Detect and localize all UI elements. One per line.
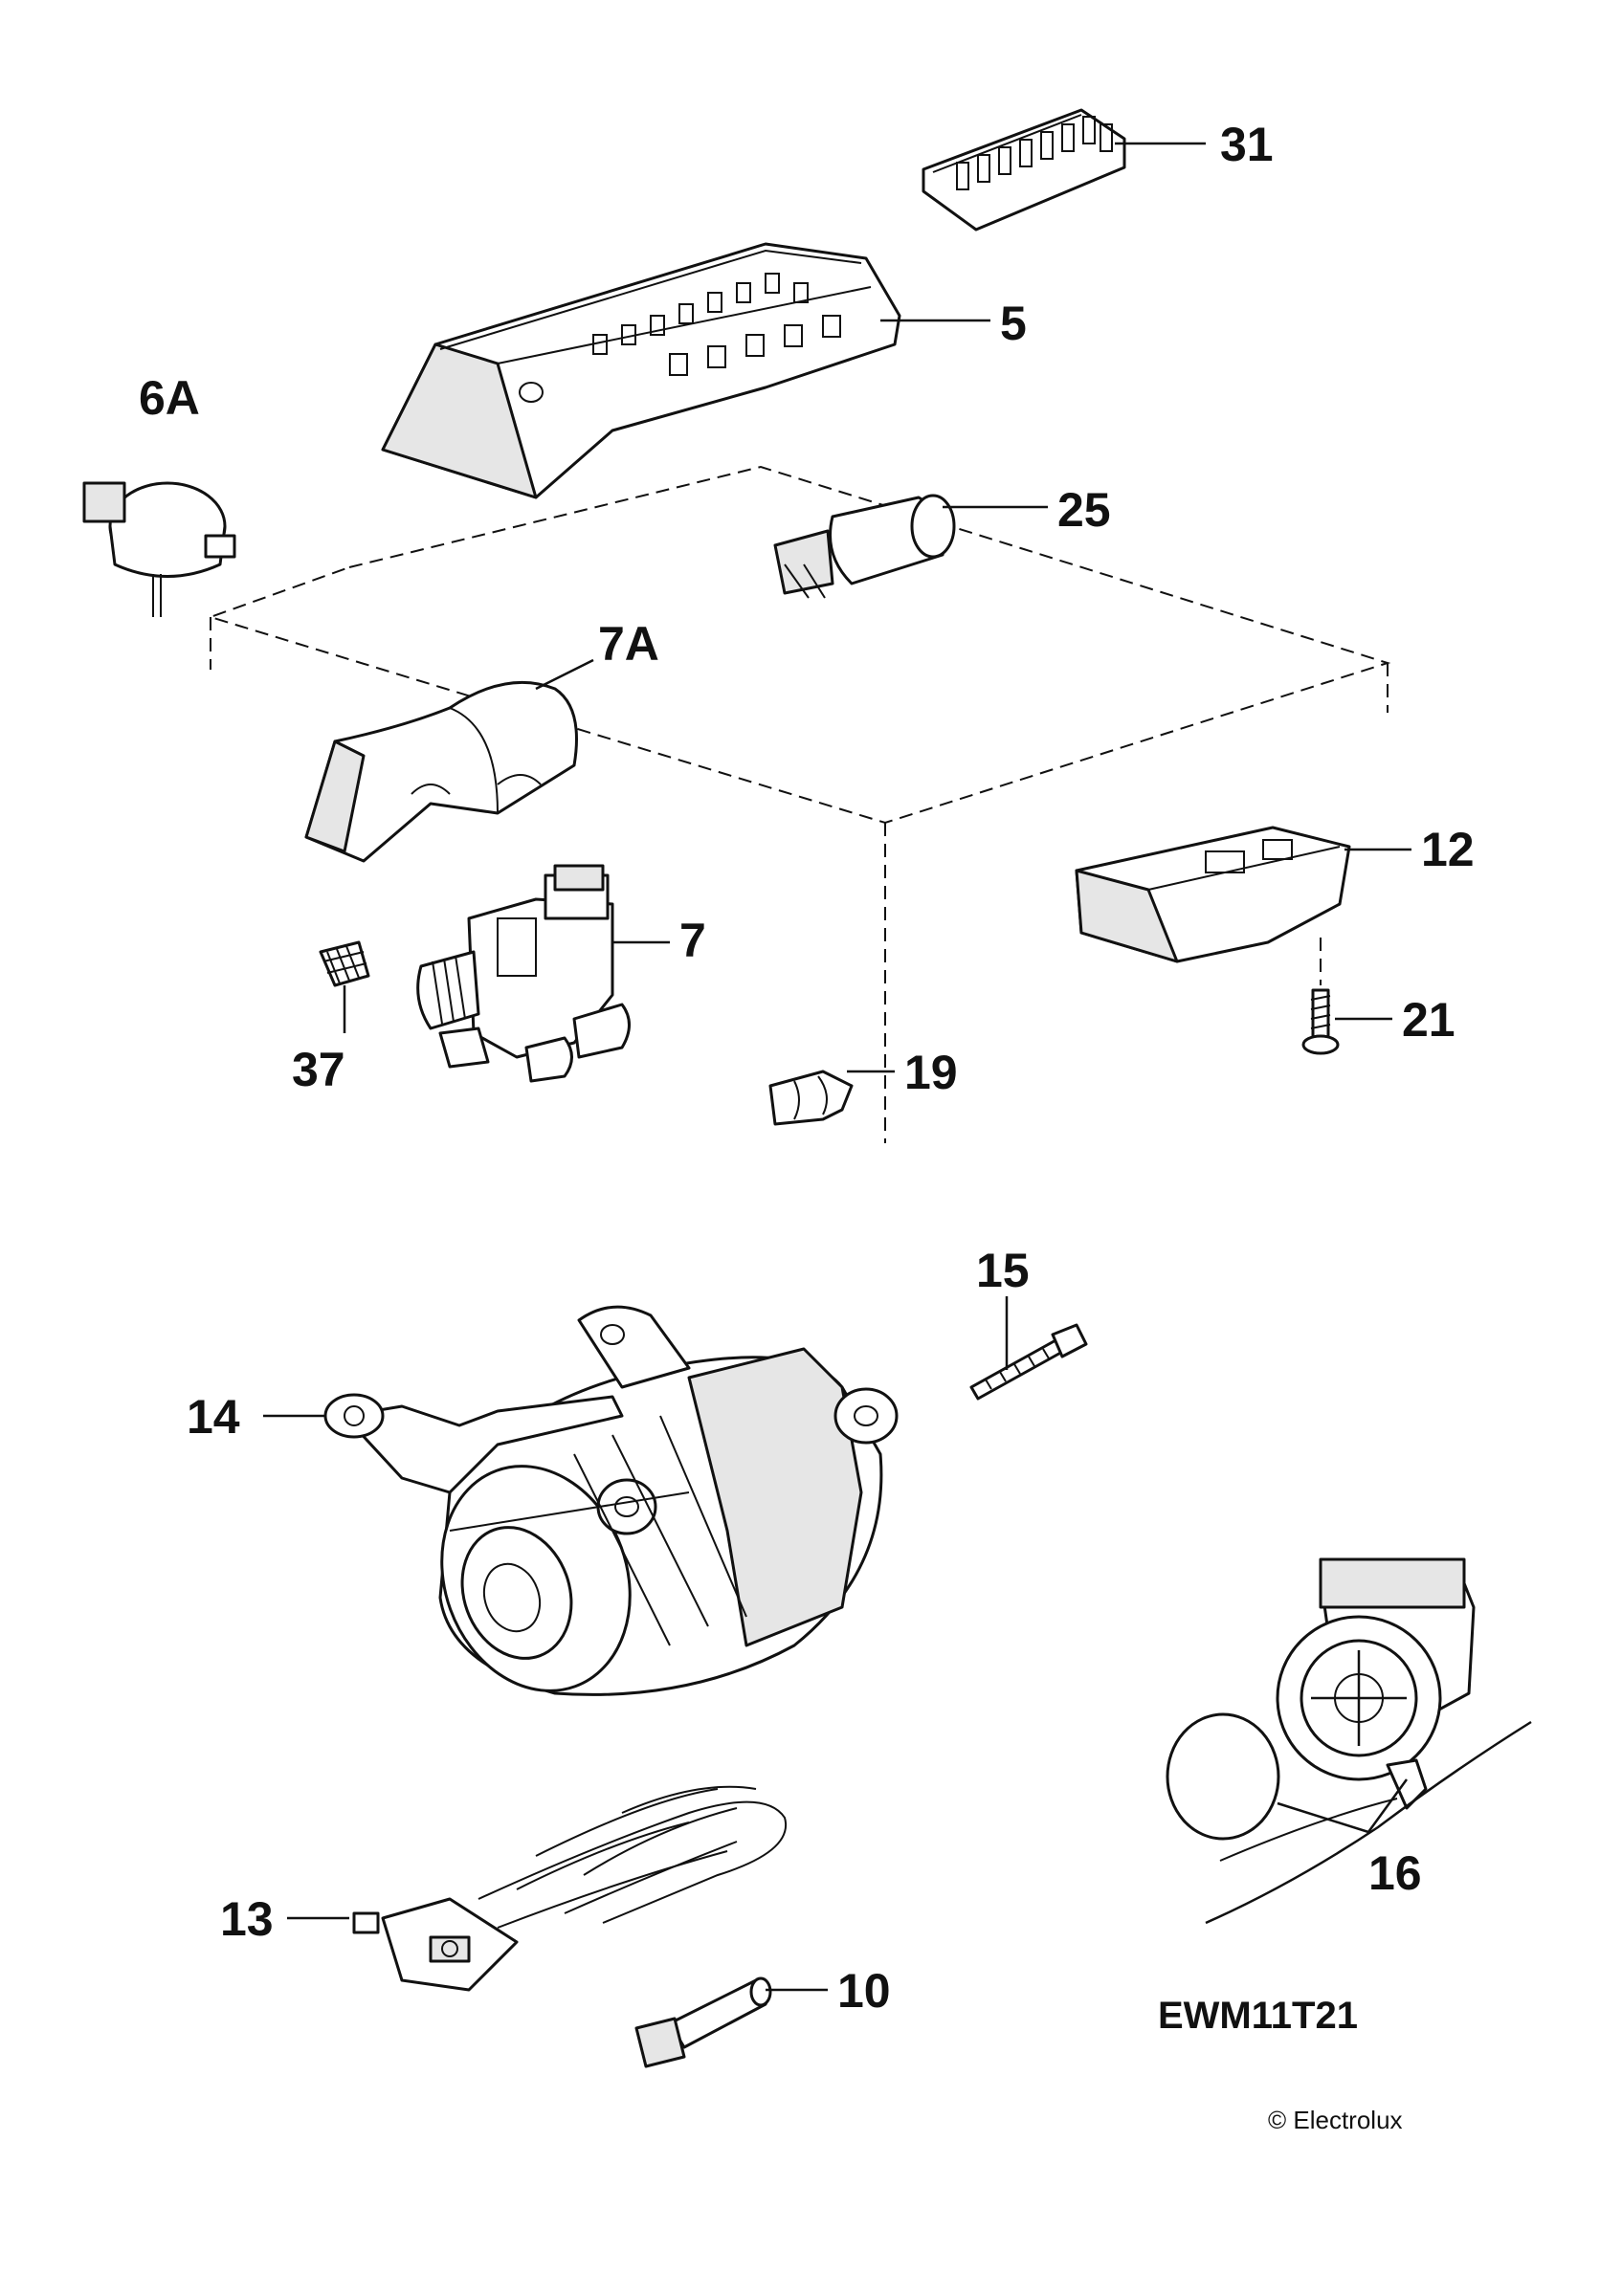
label-6a: 6A	[139, 371, 200, 425]
part-13-heating-element	[287, 1785, 788, 1992]
label-25: 25	[1057, 483, 1111, 537]
label-5: 5	[1000, 297, 1027, 350]
label-16: 16	[1368, 1846, 1422, 1900]
label-12: 12	[1421, 823, 1475, 876]
copyright: © Electrolux	[1268, 2106, 1403, 2134]
label-7: 7	[679, 914, 706, 967]
part-5-control-module	[381, 242, 990, 499]
label-13: 13	[220, 1892, 274, 1946]
label-19: 19	[904, 1046, 958, 1099]
part-7a-valve-cover	[304, 658, 594, 863]
part-7-inlet-valve	[416, 864, 670, 1083]
part-31-terminal-board	[922, 108, 1206, 232]
label-21: 21	[1402, 993, 1455, 1047]
part-37-filter	[319, 940, 370, 1033]
label-37: 37	[292, 1043, 345, 1096]
label-31: 31	[1220, 118, 1274, 171]
label-14: 14	[187, 1390, 240, 1444]
cabinet-frame	[207, 465, 1391, 1143]
part-12-door-interlock	[1075, 826, 1411, 963]
model-number: EWM11T21	[1158, 1995, 1358, 2037]
label-15: 15	[976, 1244, 1030, 1297]
part-15-screw	[969, 1296, 1088, 1401]
label-10: 10	[837, 1964, 891, 2018]
part-6a-pressure-switch	[82, 481, 236, 617]
part-19-clip	[768, 1070, 895, 1126]
part-16-drain-pump	[1166, 1557, 1532, 1925]
part-14-motor	[263, 1305, 899, 1696]
part-21-screw	[1301, 938, 1392, 1055]
part-10-ntc-sensor	[634, 1976, 828, 2068]
part-25-capacitor	[773, 494, 1048, 599]
label-7a: 7A	[598, 617, 659, 671]
